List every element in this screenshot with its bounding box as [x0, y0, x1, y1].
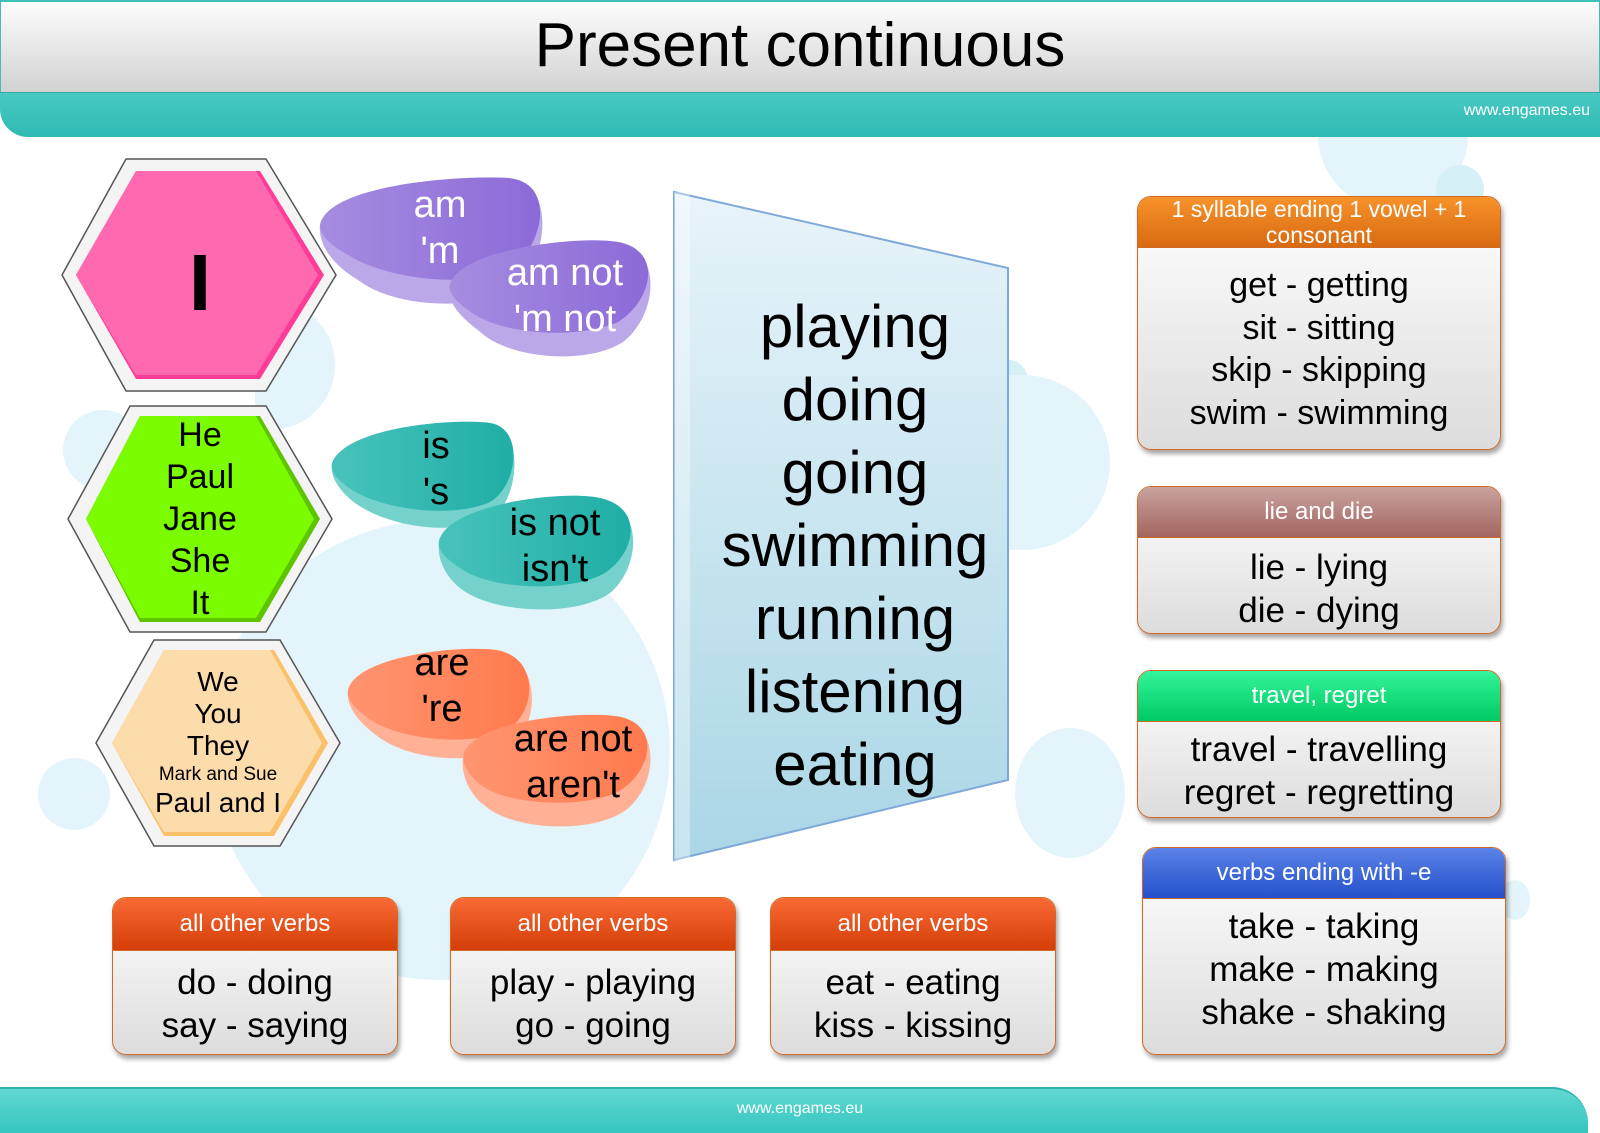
- rule-example: take - taking: [1228, 907, 1420, 946]
- hexagon-shape-icon: [67, 405, 333, 633]
- rule-card-header: travel, regret: [1138, 671, 1500, 722]
- verb-be-negative: are not: [513, 718, 633, 760]
- rule-example: travel - travelling: [1190, 730, 1448, 769]
- rule-card-other-verbs-2: all other verbs play - playing go - goin…: [450, 897, 736, 1055]
- subject-pronoun: Mark and Sue: [158, 764, 278, 785]
- rule-example: go - going: [515, 1006, 671, 1045]
- verb-be-positive: am: [413, 184, 467, 226]
- rule-card-other-verbs-1: all other verbs do - doing say - saying: [112, 897, 398, 1055]
- footer-url-link[interactable]: www.engames.eu: [736, 1100, 864, 1117]
- verb-be-positive: are: [414, 642, 470, 684]
- bg-circle: [38, 758, 110, 830]
- rule-card-header: 1 syllable ending 1 vowel + 1 consonant: [1138, 197, 1500, 248]
- verb-be-negative: am not: [506, 252, 624, 294]
- subject-pronoun: Paul: [165, 458, 235, 496]
- rule-example: say - saying: [161, 1006, 349, 1045]
- rule-example: do - doing: [177, 963, 333, 1002]
- ing-form: going: [781, 439, 929, 506]
- rule-example: swim - swimming: [1189, 393, 1449, 432]
- rule-example: regret - regretting: [1183, 773, 1455, 812]
- rule-card-travel-regret: travel, regret travel - travelling regre…: [1137, 670, 1501, 818]
- bubble-am-shape-icon: [319, 177, 651, 357]
- subject-hexagon-we-you-they: We You They Mark and Sue Paul and I: [94, 638, 342, 848]
- subject-pronoun: Jane: [163, 500, 237, 538]
- ing-form: eating: [773, 731, 937, 798]
- verb-be-negative-contraction: isn't: [521, 548, 589, 590]
- subject-pronoun: They: [186, 730, 250, 761]
- ing-forms-panel-shape-icon: [673, 190, 1009, 862]
- rule-example: die - dying: [1238, 591, 1400, 630]
- header-url-link[interactable]: www.engames.eu: [1463, 102, 1590, 119]
- subject-pronoun: She: [169, 542, 231, 580]
- bg-circle: [1015, 728, 1125, 858]
- header-band: [0, 92, 1600, 137]
- ing-form: running: [754, 585, 956, 652]
- rule-card-header: all other verbs: [771, 898, 1055, 951]
- rule-card-header: lie and die: [1138, 487, 1500, 538]
- subject-pronoun: I: [188, 238, 212, 327]
- rule-example: shake - shaking: [1201, 993, 1447, 1032]
- rule-example: kiss - kissing: [813, 1006, 1013, 1045]
- ing-form: swimming: [721, 512, 989, 579]
- page-title: Present continuous: [534, 11, 1066, 80]
- footer-bar: [0, 1087, 1588, 1133]
- ing-form: doing: [781, 366, 929, 433]
- rule-example: lie - lying: [1249, 548, 1389, 587]
- bubble-is-shape-icon: [331, 421, 634, 610]
- rule-example: skip - skipping: [1211, 351, 1427, 389]
- hexagon-shape-icon: [61, 158, 337, 392]
- rule-example: sit - sitting: [1242, 308, 1396, 347]
- header-bar: [0, 0, 1600, 92]
- rule-card-ending-e: verbs ending with -e take - taking make …: [1142, 847, 1506, 1055]
- rule-card-double-consonant: 1 syllable ending 1 vowel + 1 consonant …: [1137, 196, 1501, 450]
- bubble-are-shape-icon: [347, 648, 651, 827]
- rule-example: get - getting: [1229, 266, 1409, 304]
- subject-hexagon-he-she-it: He Paul Jane She It: [66, 404, 334, 634]
- rule-example: make - making: [1209, 950, 1439, 989]
- rule-example: play - playing: [489, 963, 697, 1002]
- ing-forms-list: playing doing going swimming running lis…: [690, 290, 1020, 801]
- rule-card-other-verbs-3: all other verbs eat - eating kiss - kiss…: [770, 897, 1056, 1055]
- verb-be-contraction: 'm: [420, 230, 460, 272]
- verb-be-contraction: 's: [422, 471, 450, 513]
- subject-hexagon-i: I: [60, 157, 340, 393]
- rule-example: eat - eating: [825, 963, 1001, 1002]
- verb-be-negative-contraction: 'm not: [513, 298, 617, 340]
- rule-card-header: verbs ending with -e: [1143, 848, 1505, 899]
- verb-be-negative-contraction: aren't: [526, 764, 620, 806]
- subject-pronoun: He: [178, 416, 222, 454]
- subject-pronoun: We: [197, 666, 239, 697]
- subject-pronoun: Paul and I: [154, 787, 282, 818]
- hexagon-shape-icon: [95, 639, 341, 847]
- ing-form: listening: [744, 658, 966, 725]
- verb-be-negative: is not: [509, 502, 601, 544]
- subject-pronoun: It: [190, 584, 210, 622]
- rule-card-header: all other verbs: [451, 898, 735, 951]
- subject-pronoun: You: [194, 698, 242, 729]
- verb-be-contraction: 're: [421, 688, 463, 730]
- ing-form: playing: [759, 293, 951, 360]
- rule-card-lie-die: lie and die lie - lying die - dying: [1137, 486, 1501, 634]
- rule-card-header: all other verbs: [113, 898, 397, 951]
- verb-be-positive: is: [422, 425, 450, 467]
